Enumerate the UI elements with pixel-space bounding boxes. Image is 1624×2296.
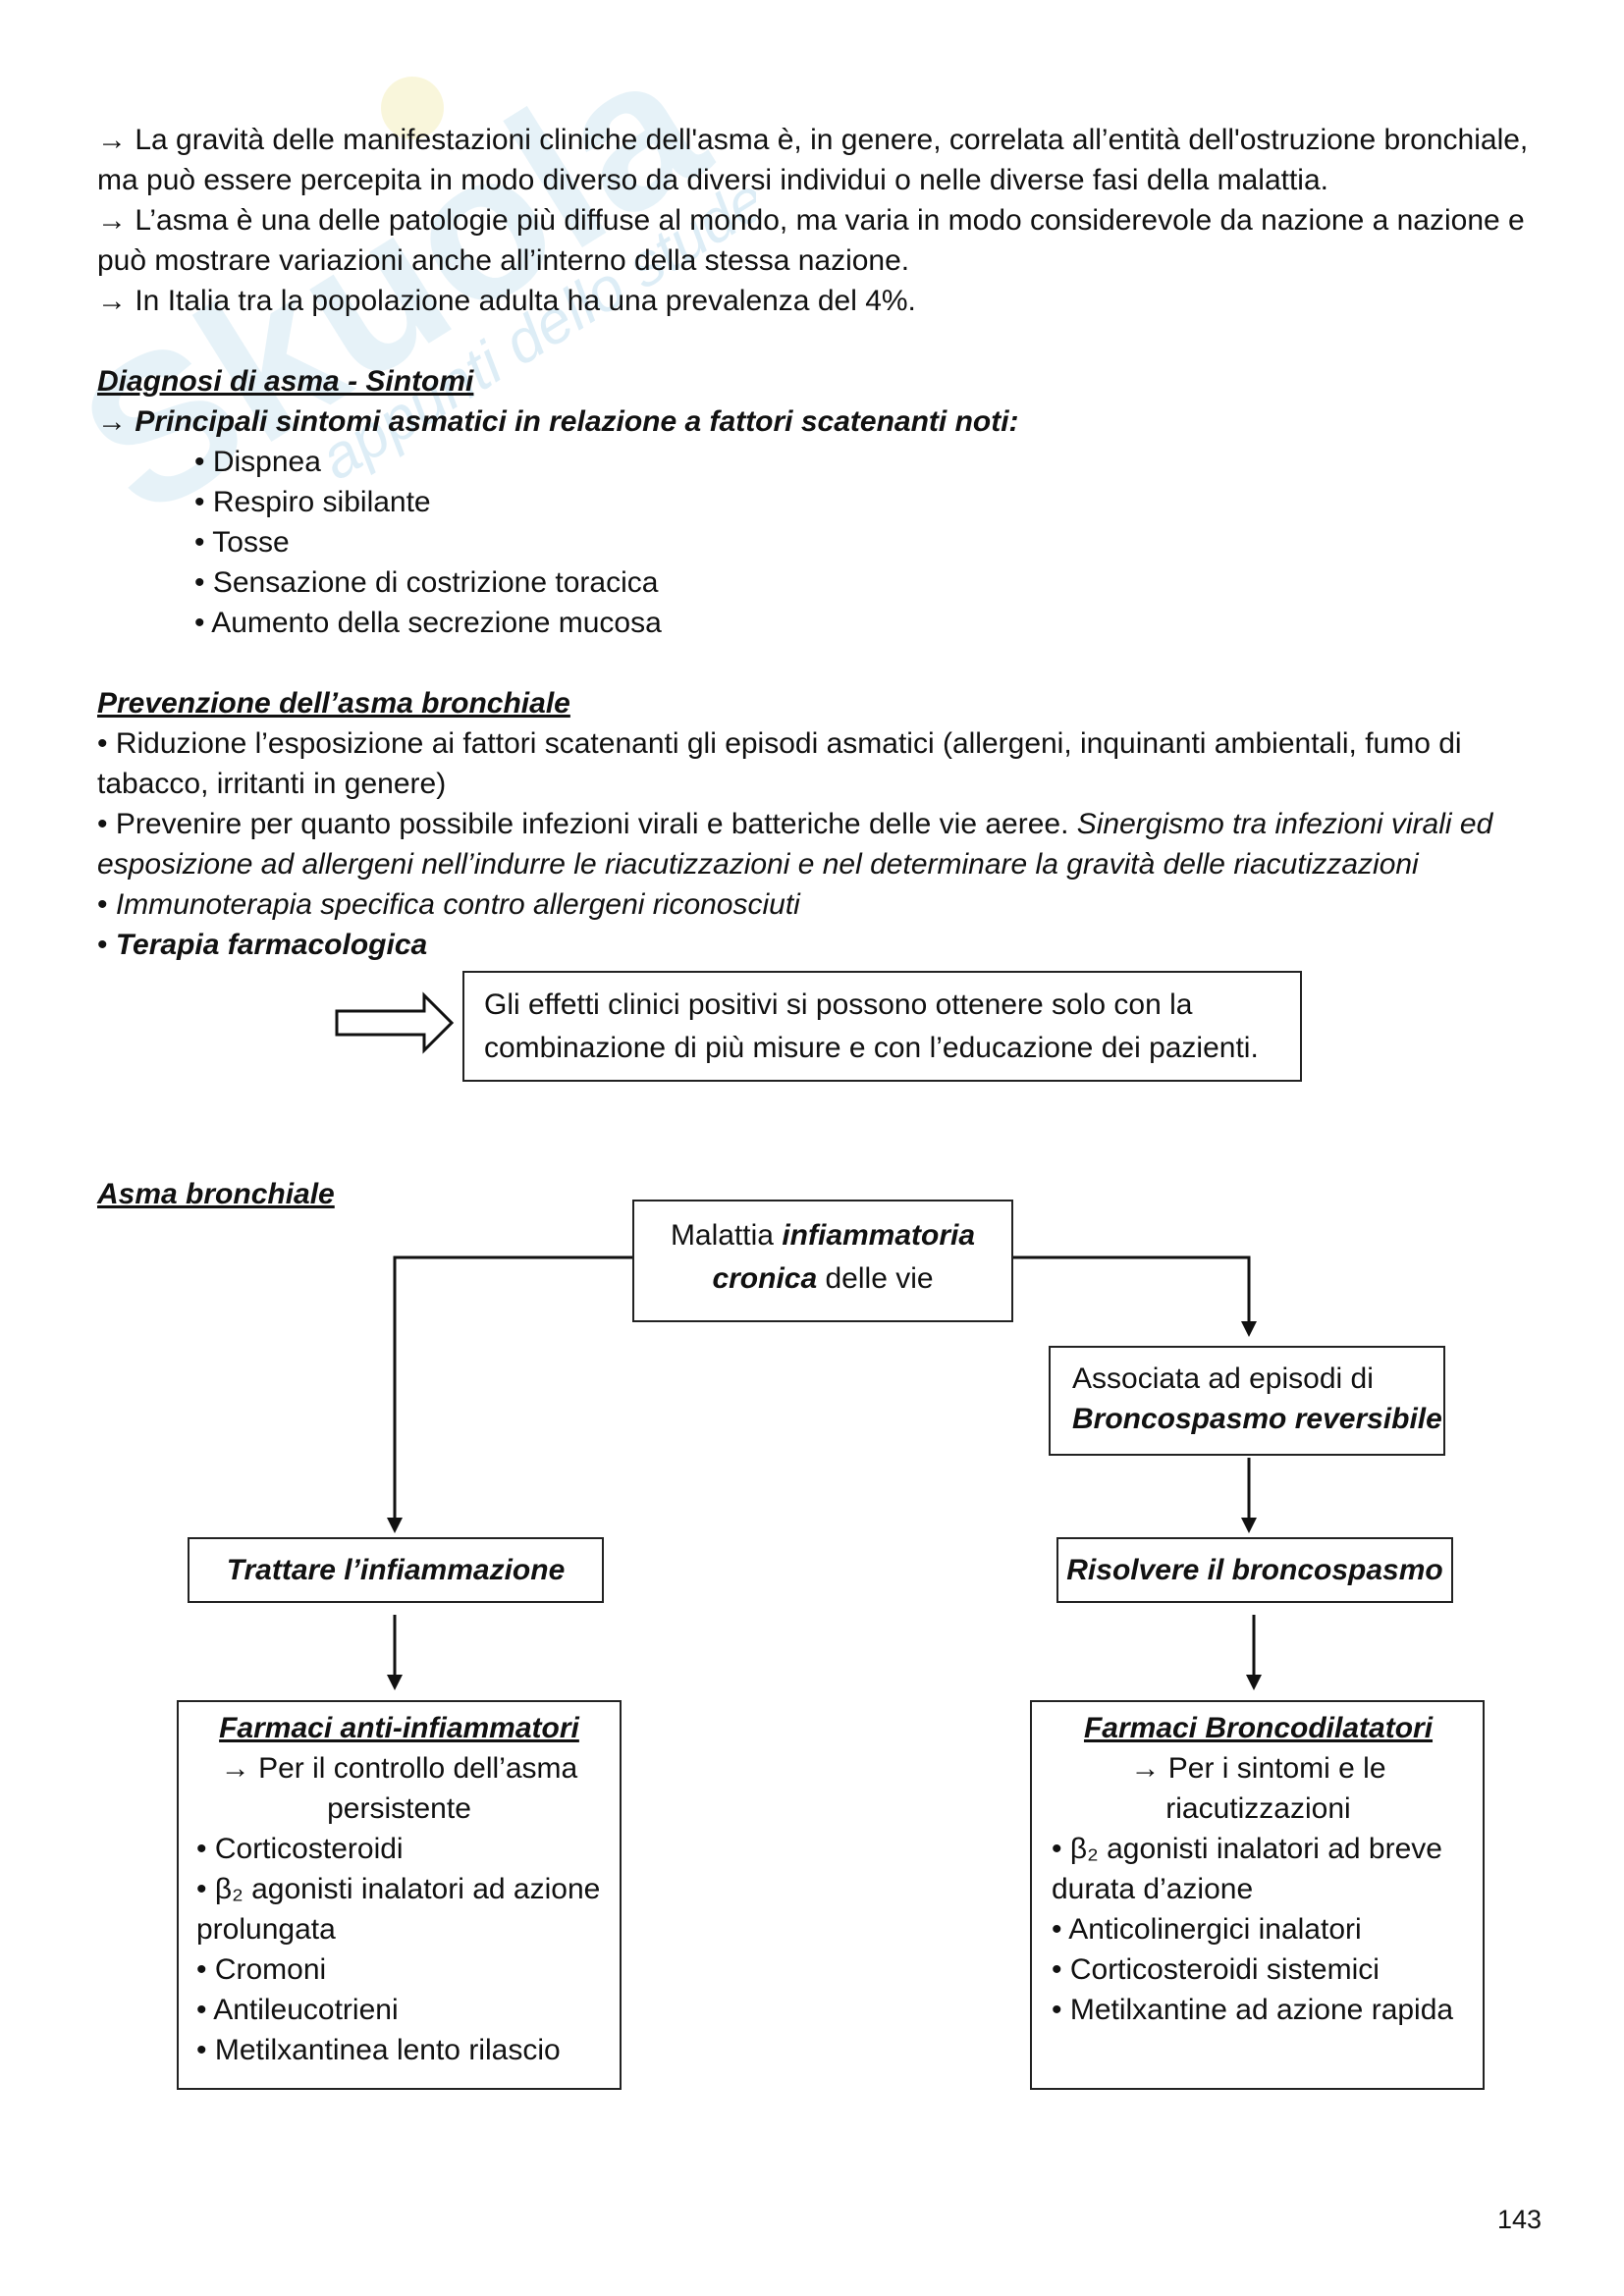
prevenzione-item-2-italic: Sinergismo tra infezioni virali ed espos… bbox=[97, 808, 1493, 881]
treat-inflammation-box: Trattare l’infiammazione bbox=[188, 1537, 604, 1603]
prevenzione-item-4-text: Terapia farmacologica bbox=[115, 929, 428, 961]
symptom-item: Aumento della secrezione mucosa bbox=[194, 603, 662, 643]
arrowhead-left bbox=[387, 1518, 403, 1533]
symptom-item: Dispnea bbox=[194, 442, 662, 482]
diagnosi-subheading: → Principali sintomi asmatici in relazio… bbox=[97, 405, 1019, 438]
prevenzione-item-3-text: Immunoterapia specifica contro allergeni… bbox=[115, 888, 800, 921]
bronchodilator-title: Farmaci Broncodilatatori bbox=[1083, 1712, 1434, 1744]
drug-item: β₂ agonisti inalatori ad azione prolunga… bbox=[196, 1869, 602, 1949]
connector-left bbox=[393, 1255, 633, 1520]
note-text: Gli effetti clinici positivi si possono … bbox=[484, 988, 1259, 1064]
anti-inflammatory-title: Farmaci anti-infiammatori bbox=[219, 1712, 579, 1744]
hollow-arrow-icon bbox=[335, 991, 455, 1054]
disease-post: delle vie bbox=[817, 1262, 934, 1295]
anti-inflammatory-subtitle: → Per il controllo dell’asma persistente bbox=[220, 1752, 578, 1825]
bronchodilator-subtitle: → Per i sintomi e le riacutizzazioni bbox=[1130, 1752, 1386, 1825]
prevenzione-item-1-text: Riduzione l’esposizione ai fattori scate… bbox=[97, 727, 1462, 800]
prevenzione-item-2-plain: Prevenire per quanto possibile infezioni… bbox=[115, 808, 1069, 840]
drug-item: Corticosteroidi bbox=[196, 1829, 602, 1869]
symptom-item: Respiro sibilante bbox=[194, 482, 662, 522]
arrowhead-left-drugs bbox=[387, 1675, 403, 1690]
disease-bold-2: cronica bbox=[712, 1262, 818, 1295]
page-number: 143 bbox=[1496, 2205, 1542, 2234]
disease-bold-1: infiammatoria bbox=[782, 1219, 976, 1252]
broncospasm-line-1: Associata ad episodi di bbox=[1072, 1362, 1374, 1395]
anti-inflammatory-list: Corticosteroidi β₂ agonisti inalatori ad… bbox=[196, 1829, 602, 2070]
intro-paragraph-2: → L’asma è una delle patologie più diffu… bbox=[97, 204, 1525, 277]
prevenzione-item-4: • Terapia farmacologica bbox=[97, 929, 428, 961]
disease-box: Malattia infiammatoria cronica delle vie bbox=[632, 1200, 1013, 1322]
prevenzione-item-2: • Prevenire per quanto possibile infezio… bbox=[97, 808, 1493, 881]
diagnosi-heading: Diagnosi di asma - Sintomi bbox=[97, 365, 474, 398]
disease-pre: Malattia bbox=[670, 1219, 783, 1252]
drug-item: Cromoni bbox=[196, 1949, 602, 1990]
note-box: Gli effetti clinici positivi si possono … bbox=[462, 971, 1302, 1082]
prevenzione-item-3: • Immunoterapia specifica contro allerge… bbox=[97, 888, 800, 921]
resolve-bronchospasm-box: Risolvere il broncospasmo bbox=[1056, 1537, 1453, 1603]
broncospasm-line-2: Broncospasmo reversibile bbox=[1072, 1403, 1442, 1435]
broncospasm-box: Associata ad episodi di Broncospasmo rev… bbox=[1049, 1346, 1445, 1456]
bronchodilator-box: Farmaci Broncodilatatori → Per i sintomi… bbox=[1030, 1700, 1485, 2090]
symptom-item: Sensazione di costrizione toracica bbox=[194, 562, 662, 603]
symptom-list: Dispnea Respiro sibilante Tosse Sensazio… bbox=[194, 442, 662, 643]
arrowhead-right-drugs bbox=[1246, 1675, 1262, 1690]
drug-item: Anticolinergici inalatori bbox=[1052, 1909, 1465, 1949]
arrowhead-right-action bbox=[1241, 1518, 1257, 1533]
connector-right bbox=[1012, 1255, 1251, 1323]
drug-item: β₂ agonisti inalatori ad breve durata d’… bbox=[1052, 1829, 1465, 1909]
arrowhead-right-top bbox=[1241, 1321, 1257, 1337]
symptom-item: Tosse bbox=[194, 522, 662, 562]
anti-inflammatory-box: Farmaci anti-infiammatori → Per il contr… bbox=[177, 1700, 622, 2090]
drug-item: Corticosteroidi sistemici bbox=[1052, 1949, 1465, 1990]
prevenzione-item-1: • Riduzione l’esposizione ai fattori sca… bbox=[97, 727, 1462, 800]
intro-paragraph-1: → La gravità delle manifestazioni clinic… bbox=[97, 124, 1529, 196]
drug-item: Antileucotrieni bbox=[196, 1990, 602, 2030]
prevenzione-heading: Prevenzione dell’asma bronchiale bbox=[97, 687, 570, 720]
bronchodilator-list: β₂ agonisti inalatori ad breve durata d’… bbox=[1052, 1829, 1465, 2030]
asma-heading: Asma bronchiale bbox=[97, 1178, 335, 1210]
drug-item: Metilxantinea lento rilascio bbox=[196, 2030, 602, 2070]
intro-paragraph-3: → In Italia tra la popolazione adulta ha… bbox=[97, 285, 916, 317]
drug-item: Metilxantine ad azione rapida bbox=[1052, 1990, 1465, 2030]
